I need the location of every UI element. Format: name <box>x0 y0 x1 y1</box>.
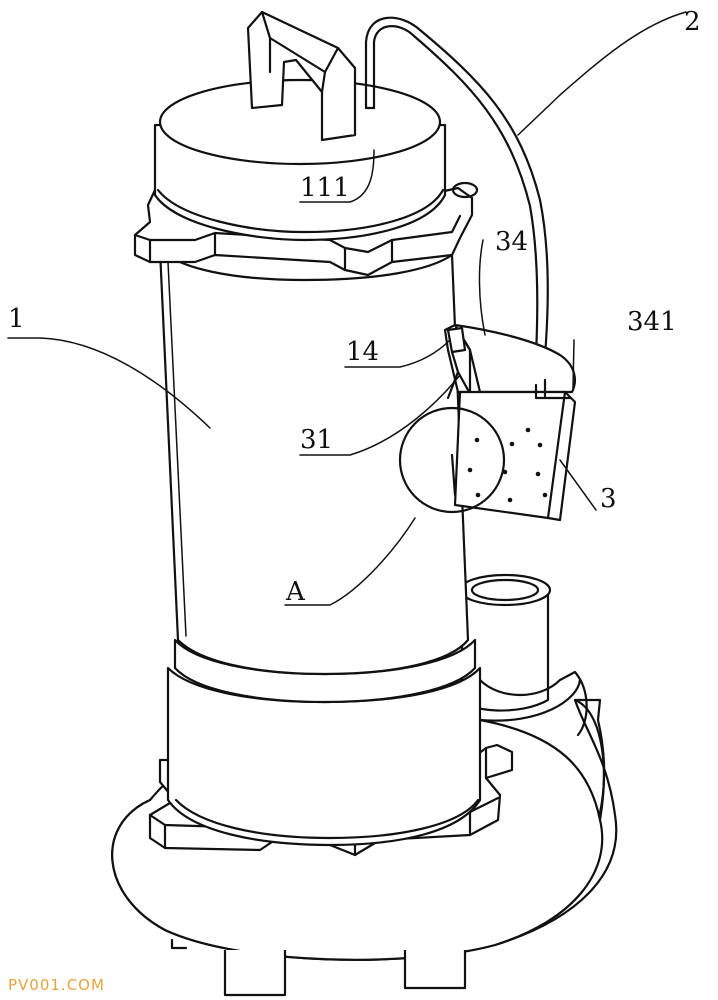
motor-cylinder <box>158 248 470 676</box>
detail-circle-a <box>398 406 506 514</box>
label-111: 111 <box>300 173 350 203</box>
label-341: 341 <box>627 307 677 337</box>
label-2: 2 <box>684 7 701 37</box>
label-1: 1 <box>8 304 25 334</box>
label-14: 14 <box>346 337 379 367</box>
label-a: A <box>285 577 306 607</box>
lifting-handle <box>246 10 357 142</box>
cable <box>364 16 549 392</box>
base-feet <box>170 938 467 997</box>
label-31: 31 <box>300 425 333 455</box>
top-cap <box>153 78 447 242</box>
clip <box>446 326 470 497</box>
label-34: 34 <box>495 227 528 257</box>
reference-labels: 1 2 3 14 31 34 111 341 A <box>8 7 701 607</box>
watermark-text: PV001.COM <box>8 976 105 994</box>
leader-lines <box>7 11 687 606</box>
label-3: 3 <box>600 484 617 514</box>
sensor-box-assembly <box>443 323 577 522</box>
outlet-pipe <box>458 573 588 737</box>
